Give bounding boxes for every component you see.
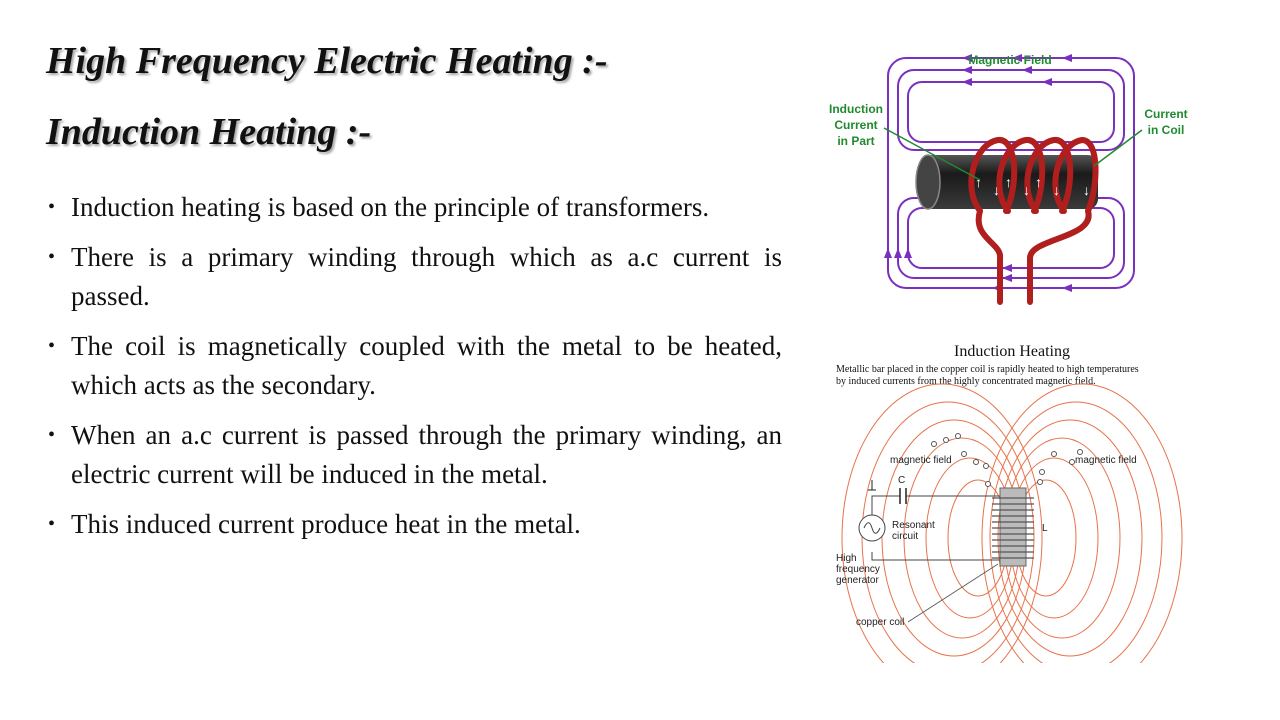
bullet-icon: •	[48, 335, 56, 357]
coil-windings	[968, 136, 1099, 305]
magnetic-field-label: Magnetic Field	[968, 53, 1051, 67]
generator-label: generator	[836, 575, 879, 586]
bullet-item: • Induction heating is based on the princ…	[48, 188, 782, 227]
svg-text:↓: ↓	[1023, 182, 1030, 198]
field-loop-top-3	[907, 81, 1115, 143]
svg-text:↓: ↓	[1053, 182, 1060, 198]
current-in-coil-label: Current	[1144, 107, 1187, 121]
sine-icon	[863, 522, 881, 534]
inductor-label: L	[1042, 523, 1048, 534]
figure-caption: by induced currents from the highly conc…	[836, 376, 1096, 387]
ground-symbol	[868, 480, 876, 491]
svg-text:↑: ↑	[1035, 174, 1042, 190]
capacitor-symbol	[899, 488, 907, 504]
induction-heating-circuit-diagram: Induction Heating Metallic bar placed in…	[836, 343, 1183, 663]
bullet-text: When an a.c current is passed through th…	[71, 420, 782, 489]
slide-subtitle: Induction Heating :-	[46, 111, 372, 153]
capacitor-label: C	[898, 475, 905, 486]
current-arrows: ↑ ↓ ↑ ↓ ↑ ↓ ↓	[975, 174, 1090, 198]
svg-text:↓: ↓	[993, 182, 1000, 198]
bullet-item: • There is a primary winding through whic…	[48, 238, 782, 316]
field-direction-markers	[931, 433, 1083, 487]
copper-coil-label: copper coil	[856, 617, 904, 628]
bullet-icon: •	[48, 513, 56, 535]
resonant-circuit-label: Resonant	[892, 520, 935, 531]
field-loop-bottom-3	[907, 207, 1115, 269]
svg-text:↑: ↑	[975, 174, 982, 190]
bullet-list: • Induction heating is based on the princ…	[48, 188, 782, 555]
magnetic-field-label-right: magnetic field	[1075, 455, 1137, 466]
current-in-coil-label: in Coil	[1148, 123, 1185, 137]
bullet-text: The coil is magnetically coupled with th…	[71, 331, 782, 400]
bullet-icon: •	[48, 196, 56, 218]
bullet-text: Induction heating is based on the princi…	[71, 192, 710, 222]
bullet-text: There is a primary winding through which…	[71, 242, 782, 311]
induction-current-label: Induction	[829, 102, 883, 116]
figure-title: Induction Heating	[954, 343, 1070, 360]
generator-label: High	[836, 553, 857, 564]
induction-coil-diagram: ↑ ↓ ↑ ↓ ↑ ↓ ↓ Magnetic Field Induction Curr…	[829, 53, 1188, 305]
bullet-item: • When an a.c current is passed through t…	[48, 416, 782, 494]
figure-caption: Metallic bar placed in the copper coil i…	[836, 364, 1139, 375]
bullet-item: • The coil is magnetically coupled with t…	[48, 327, 782, 405]
resonant-circuit-label: circuit	[892, 531, 918, 542]
field-loop-outer	[887, 57, 1135, 289]
slide-title: High Frequency Electric Heating :-	[46, 40, 608, 82]
bullet-icon: •	[48, 246, 56, 268]
svg-text:↓: ↓	[1083, 182, 1090, 198]
label-pointers	[883, 127, 1143, 181]
bullet-item: • This induced current produce heat in th…	[48, 505, 782, 544]
svg-text:↑: ↑	[1005, 174, 1012, 190]
copper-coil	[992, 487, 1034, 567]
magnetic-field-label-left: magnetic field	[890, 455, 952, 466]
bullet-icon: •	[48, 424, 56, 446]
generator-label: frequency	[836, 564, 880, 575]
induction-current-label: Current	[834, 118, 877, 132]
copper-coil-pointer	[907, 563, 999, 623]
induction-current-label: in Part	[837, 134, 874, 148]
bullet-text: This induced current produce heat in the…	[71, 509, 581, 539]
metal-bar	[915, 154, 1098, 210]
